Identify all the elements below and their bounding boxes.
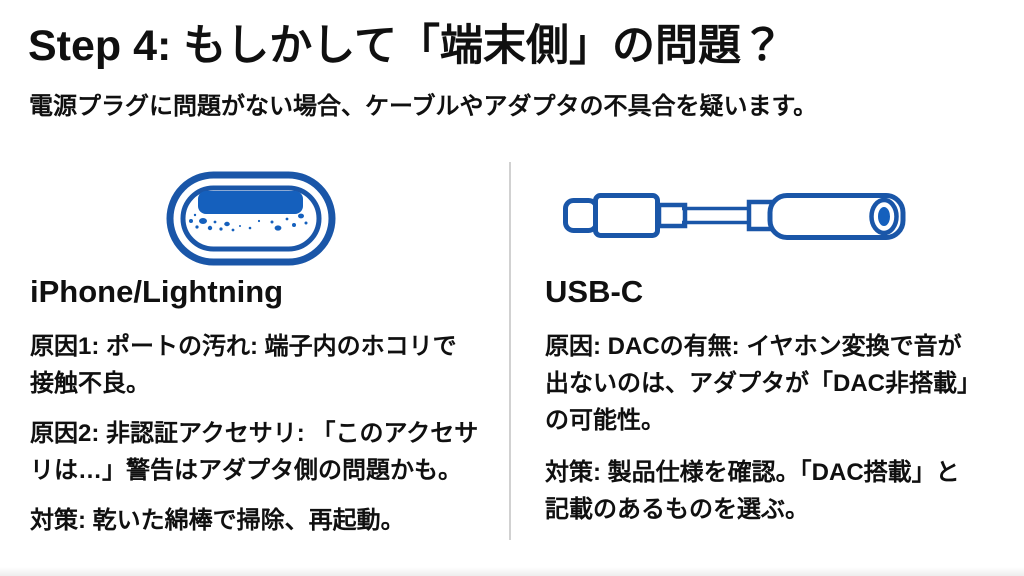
left-remedy: 対策: 乾いた綿棒で掃除、再起動。	[30, 502, 500, 539]
dirty-lightning-port-icon	[166, 171, 336, 266]
text-line: 出ないのは、アダプタが「DAC非搭載」	[545, 370, 981, 397]
right-remedy: 対策: 製品仕様を確認。「DAC搭載」と 記載のあるものを選ぶ。	[545, 454, 1015, 528]
usb-c-to-35mm-adapter-icon	[563, 193, 906, 240]
bottom-edge-shade	[0, 567, 1024, 576]
text-line: 原因1: ポートの汚れ: 端子内のホコリで	[30, 333, 457, 360]
cable-neck-left	[656, 202, 688, 229]
dust-specks	[189, 213, 308, 232]
jack-barrel	[767, 193, 906, 240]
adapter-cable	[682, 206, 752, 225]
slide-subtitle: 電源プラグに問題がない場合、ケーブルやアダプタの不具合を疑います。	[29, 93, 818, 120]
left-column-body: 原因1: ポートの汚れ: 端子内のホコリで 接触不良。 原因2: 非認証アクセサ…	[30, 328, 500, 552]
text-line: 原因2: 非認証アクセサリ: 「このアクセサ	[30, 420, 479, 447]
text-line: 対策: 製品仕様を確認。「DAC搭載」と	[545, 459, 960, 486]
column-divider	[509, 162, 511, 540]
text-line: 接触不良。	[30, 370, 150, 397]
right-cause: 原因: DACの有無: イヤホン変換で音が 出ないのは、アダプタが「DAC非搭載…	[545, 328, 1015, 439]
left-cause-2: 原因2: 非認証アクセサリ: 「このアクセサ リは…」警告はアダプタ側の問題かも…	[30, 415, 500, 489]
left-column-heading: iPhone/Lightning	[30, 274, 284, 309]
right-column-body: 原因: DACの有無: イヤホン変換で音が 出ないのは、アダプタが「DAC非搭載…	[545, 328, 1015, 541]
left-cause-1: 原因1: ポートの汚れ: 端子内のホコリで 接触不良。	[30, 328, 500, 402]
text-line: 記載のあるものを選ぶ。	[545, 496, 809, 523]
text-line: 原因: DACの有無: イヤホン変換で音が	[545, 333, 962, 360]
usbc-plug-body	[593, 193, 660, 238]
jack-hole	[878, 207, 890, 226]
usbc-plug-tip	[563, 198, 599, 233]
slide-title: Step 4: もしかして「端末側」の問題？	[28, 22, 785, 70]
connector-tongue	[198, 191, 303, 214]
text-line: の可能性。	[545, 407, 665, 434]
text-line: 対策: 乾いた綿棒で掃除、再起動。	[30, 507, 405, 534]
right-column-heading: USB-C	[545, 274, 644, 309]
text-line: リは…」警告はアダプタ側の問題かも。	[30, 457, 462, 484]
